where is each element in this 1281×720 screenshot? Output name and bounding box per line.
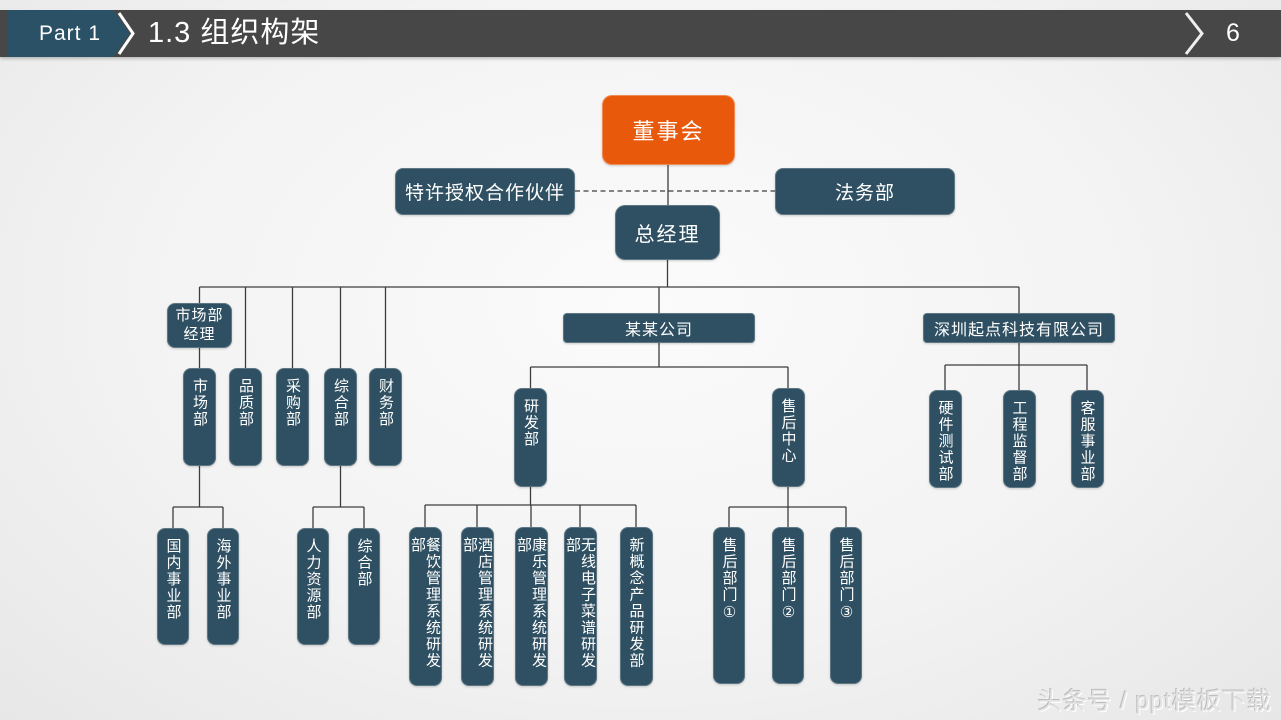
node-aftersales-dept-2: 售后部门②	[772, 527, 804, 684]
part-label: Part 1	[38, 21, 102, 45]
node-hardware-test-dept: 硬件测试部	[928, 390, 962, 488]
node-label: 海外事业部	[214, 538, 232, 621]
node-label: 研发部	[522, 398, 539, 448]
chevron-right-icon	[1184, 12, 1204, 55]
node-label: 无线电子菜谱研发部	[564, 537, 596, 669]
node-label: 财务部	[377, 378, 394, 428]
node-dept-general: 综合部	[324, 368, 357, 466]
node-aftersales-center: 售后中心	[771, 388, 805, 487]
node-hotel-system-rnd-dept: 酒店管理系统研发部	[460, 527, 494, 686]
node-label: 硬件测试部	[936, 400, 954, 483]
connector-solid-lines	[172, 165, 1088, 528]
node-label: 综合部	[355, 538, 373, 588]
node-company: 某某公司	[563, 313, 755, 343]
watermark: 头条号 / ppt模板下载	[1037, 688, 1272, 715]
node-engineering-supervision-dept: 工程监督部	[1002, 390, 1036, 488]
node-customer-service-dept: 客服事业部	[1070, 390, 1104, 488]
page-number: 6	[1226, 19, 1240, 47]
node-label: 餐饮管理系统研发部	[409, 537, 441, 669]
chevron-right-icon	[117, 12, 135, 55]
node-label: 售后部门③	[837, 537, 855, 623]
node-label: 综合部	[332, 378, 349, 428]
node-recreation-system-rnd-dept: 康乐管理系统研发部	[514, 527, 548, 686]
node-legal-dept: 法务部	[775, 168, 955, 215]
node-wireless-emenu-rnd-dept: 无线电子菜谱研发部	[563, 527, 597, 686]
node-label: 售后部门①	[720, 537, 738, 623]
header-bar	[0, 10, 1281, 57]
node-label: 品质部	[237, 378, 254, 428]
node-hr-dept: 人力资源部	[297, 528, 329, 645]
node-label: 新概念产品研发部	[627, 537, 645, 669]
node-general-affairs-dept: 综合部	[348, 528, 380, 645]
node-label: 采购部	[284, 378, 301, 428]
node-dept-quality: 品质部	[229, 368, 262, 466]
node-domestic-business-dept: 国内事业部	[157, 528, 189, 645]
node-label: 康乐管理系统研发部	[515, 537, 547, 669]
node-dept-finance: 财务部	[369, 368, 402, 466]
node-overseas-business-dept: 海外事业部	[207, 528, 239, 645]
node-dept-market: 市场部	[183, 368, 216, 466]
part-badge-shape	[8, 10, 130, 57]
node-new-concept-product-rnd-dept: 新概念产品研发部	[619, 527, 653, 686]
node-label: 工程监督部	[1010, 400, 1028, 483]
node-label: 售后部门②	[779, 537, 797, 623]
node-label: 国内事业部	[164, 538, 182, 621]
node-aftersales-dept-3: 售后部门③	[830, 527, 862, 684]
node-franchise-partners: 特许授权合作伙伴	[395, 168, 575, 215]
node-rnd-dept: 研发部	[514, 388, 547, 487]
node-marketing-dept-manager: 市场部经理	[167, 303, 232, 348]
node-shenzhen-company: 深圳起点科技有限公司	[923, 313, 1115, 343]
node-dept-purchasing: 采购部	[276, 368, 309, 466]
node-aftersales-dept-1: 售后部门①	[713, 527, 745, 684]
node-label: 人力资源部	[304, 538, 322, 621]
node-board-of-directors: 董事会	[602, 95, 735, 165]
node-label: 酒店管理系统研发部	[461, 537, 493, 669]
node-catering-system-rnd-dept: 餐饮管理系统研发部	[408, 527, 442, 686]
page-title: 1.3 组织构架	[148, 17, 321, 49]
node-label: 市场部	[191, 378, 208, 428]
node-label: 客服事业部	[1078, 400, 1096, 483]
node-general-manager: 总经理	[615, 205, 720, 260]
node-label: 售后中心	[779, 398, 797, 464]
